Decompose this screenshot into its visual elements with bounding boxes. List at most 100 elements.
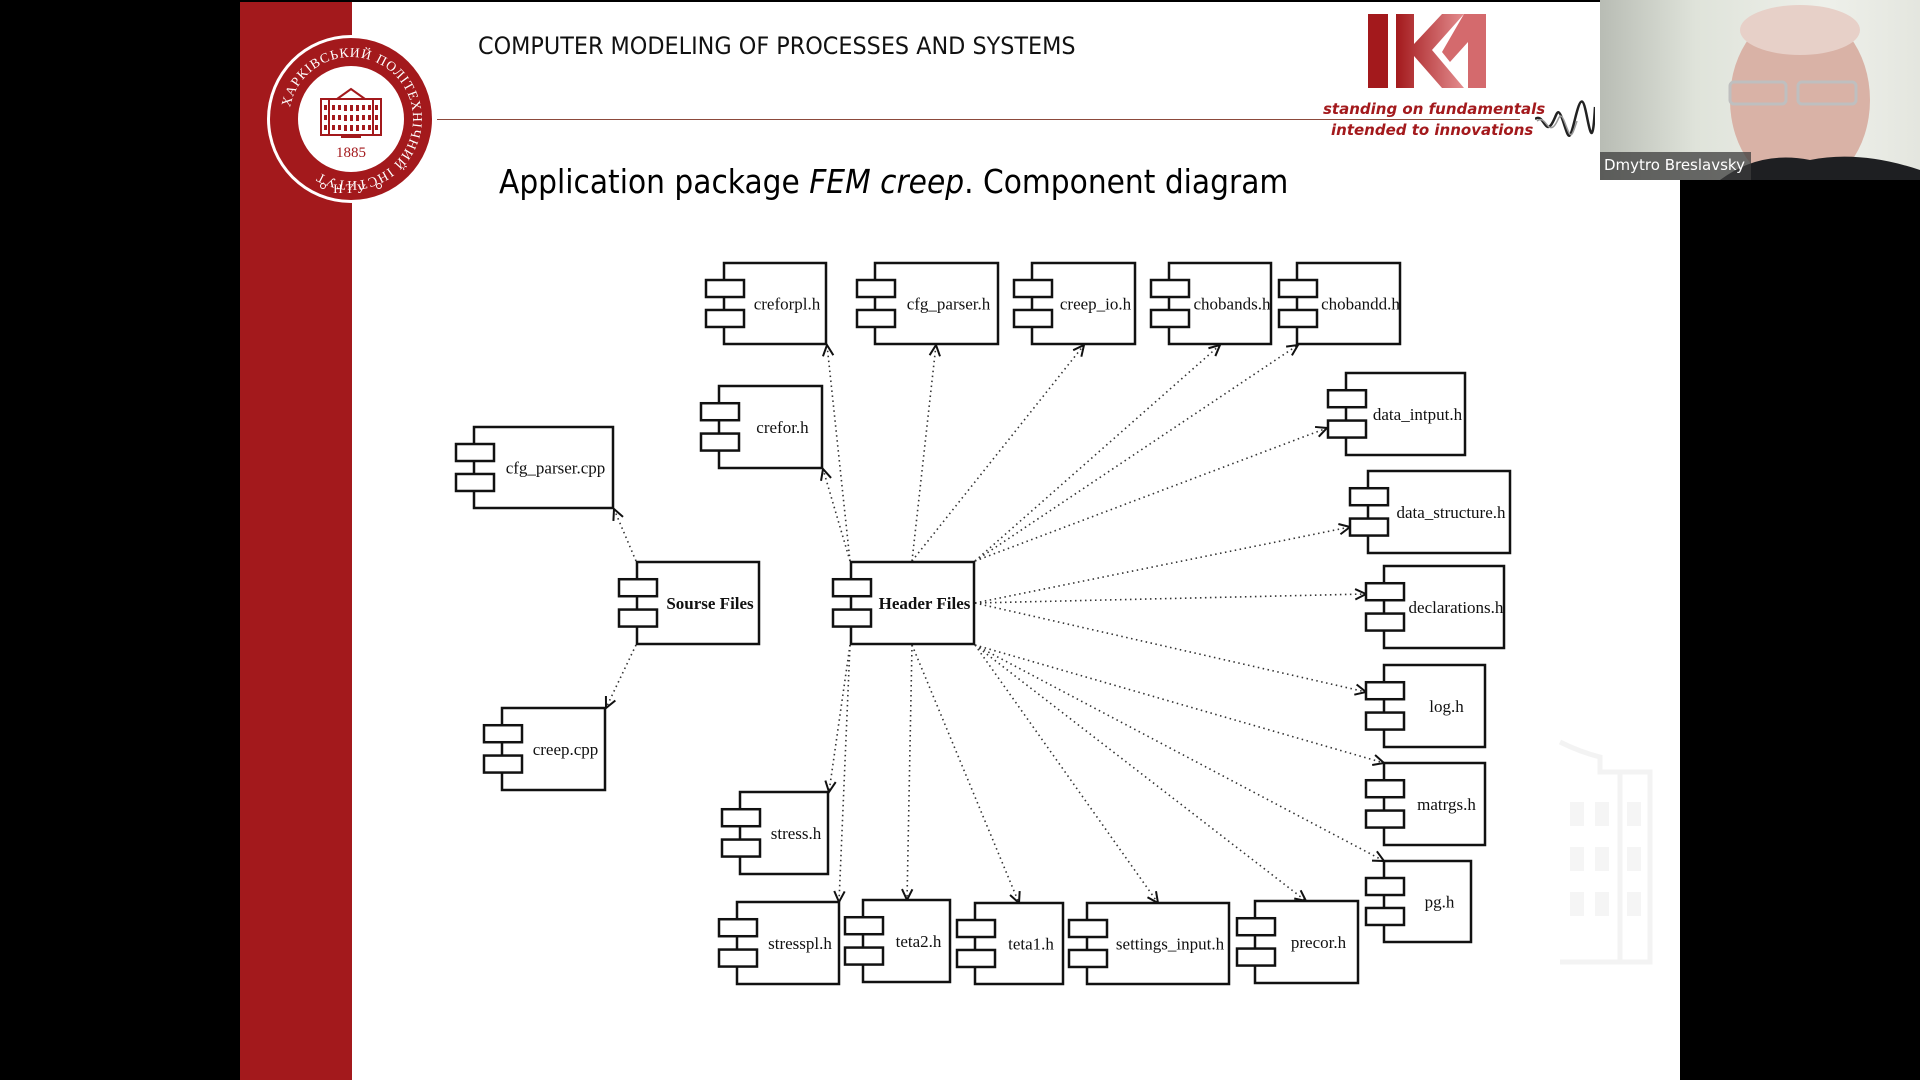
component-tab-icon — [843, 946, 885, 966]
component-teta1-h: teta1.h — [955, 901, 1065, 986]
component-body — [1030, 261, 1137, 346]
component-body — [1366, 469, 1512, 555]
arrowhead — [928, 342, 941, 357]
component-tab-icon — [855, 278, 897, 299]
component-label: Sourse Files — [666, 594, 754, 613]
component-chobandd-h: chobandd.h — [1277, 261, 1402, 346]
component-tab-icon — [1364, 680, 1406, 701]
component-body — [1167, 261, 1273, 346]
component-body — [1085, 901, 1231, 986]
component-body — [738, 790, 830, 876]
seal-year: 1885 — [336, 145, 366, 161]
dependency-line — [974, 593, 1367, 604]
component-tab-icon — [1364, 778, 1406, 799]
dependency-arrow — [974, 602, 1369, 696]
component-label: stresspl.h — [768, 934, 832, 953]
dependency-line — [822, 468, 851, 562]
dependency-arrow — [974, 644, 1308, 903]
dependency-line — [974, 602, 1367, 693]
dependency-arrow — [911, 342, 941, 562]
component-body — [1295, 261, 1402, 346]
dependency-arrow — [974, 343, 1300, 562]
component-label: teta2.h — [896, 932, 942, 951]
dependency-line — [605, 644, 637, 709]
participant-video-tile[interactable]: Dmytro Breslavsky — [1600, 0, 1920, 180]
component-label: settings_input.h — [1116, 935, 1225, 954]
component-stresspl-h: stresspl.h — [717, 900, 841, 986]
component-label: precor.h — [1291, 933, 1347, 952]
dependency-arrow — [974, 523, 1353, 604]
component-tab-icon — [482, 754, 524, 774]
component-label: cfg_parser.cpp — [506, 459, 606, 478]
component-tab-icon — [1326, 388, 1368, 409]
component-tab-icon — [717, 948, 759, 968]
arrowhead — [1285, 343, 1300, 356]
component-tab-icon — [1067, 918, 1109, 939]
component-body — [722, 261, 828, 346]
university-seal-logo: ХАРКІВСЬКИЙ ПОЛІТЕХНІЧНИЙ ІНСТИТУТ 1885 … — [267, 35, 435, 203]
component-tab-icon — [955, 948, 997, 969]
component-tab-icon — [704, 278, 746, 299]
component-tab-icon — [617, 577, 659, 598]
dependency-arrow — [911, 644, 1021, 906]
component-tab-icon — [1364, 876, 1406, 897]
component-data-intput-h: data_intput.h — [1326, 371, 1467, 457]
arrowhead — [1009, 890, 1021, 906]
component-teta2-h: teta2.h — [843, 898, 952, 984]
component-creep-io-h: creep_io.h — [1012, 261, 1137, 346]
component-tab-icon — [831, 577, 873, 598]
component-tab-icon — [704, 308, 746, 329]
component-label: data_structure.h — [1396, 503, 1506, 522]
component-tab-icon — [955, 918, 997, 939]
component-label: declarations.h — [1409, 598, 1504, 617]
component-tab-icon — [717, 917, 759, 938]
building-icon — [320, 87, 382, 138]
tagline-line-1: standing on fundamentals — [1323, 100, 1546, 118]
dependency-line — [974, 344, 1299, 562]
component-tab-icon — [1364, 906, 1406, 927]
component-body — [717, 384, 824, 470]
dependency-line — [906, 644, 913, 901]
component-tab-icon — [720, 807, 762, 828]
slide-title-part-2: . Component diagram — [964, 162, 1289, 201]
dependency-arrow — [974, 425, 1330, 562]
component-tab-icon — [855, 308, 897, 329]
component-label: crefor.h — [756, 418, 809, 437]
dependency-line — [828, 644, 851, 793]
dependency-line — [826, 344, 851, 562]
arrowhead — [833, 890, 846, 905]
course-title: COMPUTER MODELING OF PROCESSES AND SYSTE… — [478, 32, 1076, 60]
wave-logo-icon — [1535, 100, 1595, 137]
component-body — [1253, 899, 1360, 985]
component-tab-icon — [1348, 486, 1390, 507]
dependency-line — [974, 644, 1385, 764]
component-tab-icon — [1012, 278, 1054, 299]
dependency-arrow — [974, 644, 1160, 905]
arrowhead — [824, 780, 837, 795]
dependency-line — [974, 644, 1307, 902]
dependency-line — [974, 526, 1351, 604]
component-body — [973, 901, 1065, 986]
component-cfg-parser-cpp: cfg_parser.cpp — [454, 425, 615, 510]
component-settings-input-h: settings_input.h — [1067, 901, 1231, 986]
component-declarations-h: declarations.h — [1364, 564, 1506, 650]
dependency-arrow — [901, 644, 914, 903]
arrowhead — [1147, 891, 1160, 905]
component-body — [849, 560, 976, 646]
component-body — [1382, 663, 1487, 749]
component-body — [1382, 859, 1473, 944]
component-body — [735, 900, 841, 986]
component-body — [1382, 564, 1506, 650]
component-precor-h: precor.h — [1235, 899, 1360, 985]
slide-title-package-name: FEM creep — [809, 162, 965, 201]
dependency-arrow — [822, 342, 851, 562]
component-tab-icon — [1067, 948, 1109, 969]
component-label: creforpl.h — [754, 295, 821, 314]
component-tab-icon — [1364, 711, 1406, 731]
slide-title-part-1: Application package — [499, 162, 810, 201]
dependency-line — [911, 344, 937, 562]
component-tab-icon — [1364, 809, 1406, 829]
component-tab-icon — [720, 838, 762, 858]
component-tab-icon — [1149, 278, 1191, 299]
component-label: stress.h — [771, 824, 822, 843]
